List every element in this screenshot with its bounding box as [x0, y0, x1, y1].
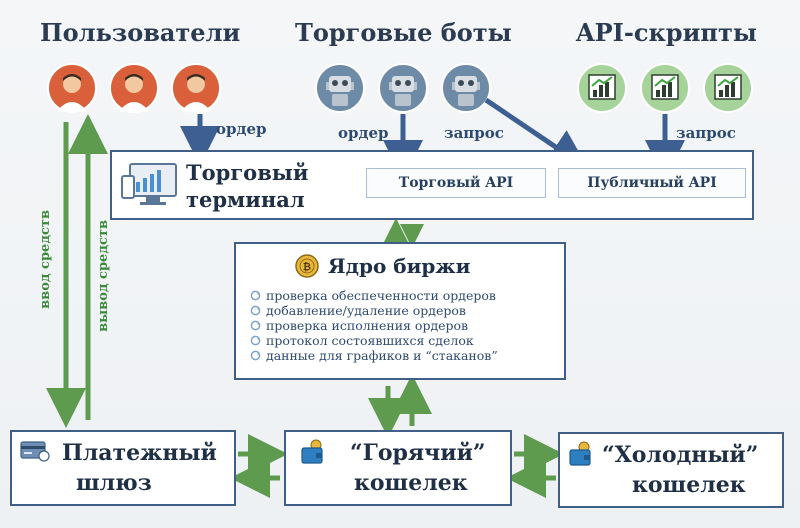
- hot-wallet-line2: кошелек: [354, 470, 468, 496]
- scripts-title: API-скрипты: [576, 18, 757, 47]
- chart-script-icon: [577, 63, 627, 113]
- payment-gateway-box: Платежный шлюз: [10, 430, 236, 506]
- refresh-icon: [250, 335, 261, 346]
- label-deposit: ввод средств: [38, 210, 53, 309]
- cold-wallet-line1: “Холодный”: [602, 442, 759, 468]
- robot-icon: [315, 63, 365, 113]
- gateway-line2: шлюз: [76, 470, 152, 496]
- cold-wallet-box: “Холодный” кошелек: [558, 432, 784, 508]
- gateway-line1: Платежный: [62, 440, 217, 466]
- user-icon: [47, 63, 97, 113]
- trading-api-box: Торговый API: [366, 168, 546, 198]
- refresh-icon: [250, 320, 261, 331]
- label-bots-order: ордер: [338, 124, 389, 142]
- label-users-order: ордер: [216, 120, 267, 138]
- exchange-core-box: ₿ Ядро биржи проверка обеспеченности орд…: [234, 242, 566, 380]
- label-scripts-request: запрос: [676, 124, 736, 142]
- hot-wallet-line1: “Горячий”: [350, 440, 486, 466]
- user-icon: [171, 63, 221, 113]
- core-function-list: проверка обеспеченности ордеров добавлен…: [250, 288, 498, 363]
- robot-icon: [378, 63, 428, 113]
- hot-wallet-box: “Горячий” кошелек: [284, 430, 512, 506]
- svg-text:₿: ₿: [303, 261, 311, 273]
- core-item: добавление/удаление ордеров: [250, 303, 498, 318]
- users-title: Пользователи: [40, 18, 241, 47]
- robot-icon: [441, 63, 491, 113]
- core-item: проверка обеспеченности ордеров: [250, 288, 498, 303]
- wallet-icon: [569, 441, 591, 466]
- core-title: Ядро биржи: [328, 254, 471, 278]
- refresh-icon: [250, 305, 261, 316]
- trading-terminal-box: Торговый терминал Торговый API Публичный…: [110, 150, 754, 220]
- label-bots-request: запрос: [444, 124, 504, 142]
- public-api-box: Публичный API: [558, 168, 746, 198]
- refresh-icon: [250, 350, 261, 361]
- core-item: проверка исполнения ордеров: [250, 318, 498, 333]
- terminal-title-line1: Торговый: [186, 160, 309, 185]
- user-icon: [109, 63, 159, 113]
- coin-icon: ₿: [295, 254, 319, 278]
- trading-api-label: Торговый API: [398, 175, 514, 191]
- arrow-bot-request: [484, 97, 589, 170]
- refresh-icon: [250, 290, 261, 301]
- core-item: данные для графиков и “стаканов”: [250, 348, 498, 363]
- public-api-label: Публичный API: [587, 175, 717, 191]
- chart-script-icon: [703, 63, 753, 113]
- bots-title: Торговые боты: [295, 18, 512, 47]
- credit-card-icon: [20, 441, 50, 462]
- label-withdraw: вывод средств: [96, 220, 111, 332]
- core-item: протокол состоявшихся сделок: [250, 333, 498, 348]
- monitor-icon: [121, 163, 177, 205]
- cold-wallet-line2: кошелек: [632, 472, 746, 498]
- chart-script-icon: [640, 63, 690, 113]
- terminal-title-line2: терминал: [186, 187, 305, 212]
- wallet-icon: [301, 439, 323, 464]
